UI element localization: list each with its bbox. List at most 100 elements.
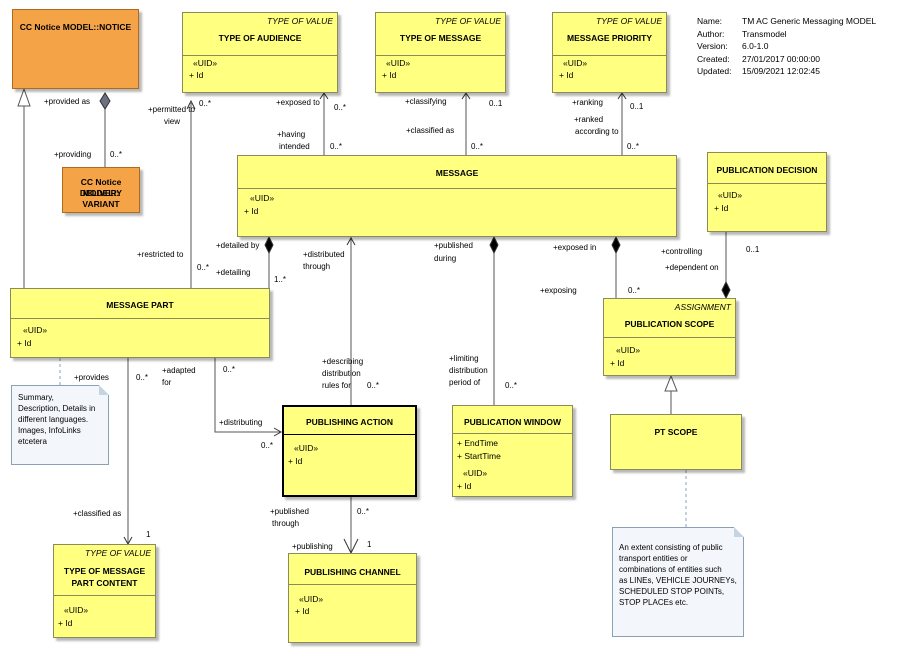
compartment-divider — [183, 55, 337, 56]
role-label: +publishing — [292, 542, 333, 551]
class-name: PUBLISHING CHANNEL — [304, 567, 401, 577]
model-updated: 15/09/2021 12:02:45 — [742, 66, 820, 77]
class-message[interactable]: MESSAGE «UID» + Id — [237, 155, 677, 237]
compartment-divider — [284, 434, 415, 435]
role-label: +providing — [54, 150, 92, 159]
role-label: +classified as — [406, 126, 455, 135]
class-name: PUBLICATION WINDOW — [463, 417, 562, 427]
attribute-id: + Id — [189, 70, 204, 80]
compartment-divider — [238, 188, 676, 189]
role-label: +ranked — [574, 115, 604, 124]
compartment-divider — [54, 595, 155, 596]
multiplicity-label: 0..* — [223, 365, 236, 374]
role-label: distribution — [322, 369, 361, 378]
uid-stereotype: «UID» — [563, 58, 588, 68]
note-line: combinations of entities such — [619, 565, 722, 574]
note-line: Description, Details in — [18, 404, 96, 413]
class-name: TYPE OF MESSAGE — [399, 33, 482, 43]
attribute-end-time: + EndTime — [457, 438, 499, 448]
class-name: TYPE OF AUDIENCE — [218, 33, 302, 43]
note-fold — [99, 385, 109, 395]
multiplicity-label: 0..* — [197, 263, 210, 272]
class-publication-scope[interactable]: ASSIGNMENT PUBLICATION SCOPE «UID» + Id — [603, 298, 736, 376]
model-info: Name:TM AC Generic Messaging MODEL Autho… — [697, 15, 876, 78]
model-version: 6.0-1.0 — [742, 41, 769, 52]
multiplicity-label: 0..1 — [746, 245, 760, 254]
role-label: +provides — [74, 373, 109, 382]
class-name-line2: DELIVERY VARIANT — [79, 188, 123, 209]
class-publishing-channel[interactable]: PUBLISHING CHANNEL «UID» + Id — [288, 553, 417, 643]
role-label: +provided as — [44, 97, 91, 106]
note-line: etcetera — [18, 437, 47, 446]
attribute-id: + Id — [295, 606, 310, 616]
model-author: Transmodel — [742, 28, 787, 39]
stereotype: TYPE OF VALUE — [596, 16, 662, 26]
uid-stereotype: «UID» — [294, 443, 319, 453]
class-name: PT SCOPE — [654, 427, 698, 437]
class-type-of-message[interactable]: TYPE OF VALUE TYPE OF MESSAGE «UID» + Id — [375, 12, 506, 93]
attribute-id: + Id — [382, 70, 397, 80]
note-message-part: Summary, Description, Details in differe… — [11, 385, 109, 465]
multiplicity-label: 1 — [146, 530, 151, 539]
compartment-divider — [453, 433, 572, 434]
uid-stereotype: «UID» — [299, 594, 324, 604]
version-key: Version: — [697, 41, 728, 52]
class-publishing-action[interactable]: PUBLISHING ACTION «UID» + Id — [282, 405, 417, 497]
multiplicity-label: 0..* — [367, 381, 380, 390]
multiplicity-label: 0..* — [199, 99, 212, 108]
multiplicity-label: 0..* — [627, 142, 640, 151]
role-label: +permitted to — [148, 105, 195, 114]
class-type-of-message-part-content[interactable]: TYPE OF VALUE TYPE OF MESSAGE PART CONTE… — [53, 544, 156, 638]
role-label: +published — [270, 507, 309, 516]
role-label: +restricted to — [137, 250, 184, 259]
role-label: +distributing — [219, 418, 263, 427]
note-line: Images, InfoLinks — [18, 426, 81, 435]
stereotype: ASSIGNMENT — [674, 302, 731, 312]
class-publication-window[interactable]: PUBLICATION WINDOW + EndTime + StartTime… — [452, 405, 573, 497]
compartment-divider — [376, 55, 505, 56]
note-line: transport entities or — [619, 554, 688, 563]
class-type-of-audience[interactable]: TYPE OF VALUE TYPE OF AUDIENCE «UID» + I… — [182, 12, 338, 93]
class-message-priority[interactable]: TYPE OF VALUE MESSAGE PRIORITY «UID» + I… — [552, 12, 667, 93]
attribute-id: + Id — [58, 618, 73, 628]
role-label: +exposing — [540, 286, 577, 295]
stereotype: TYPE OF VALUE — [267, 16, 333, 26]
attribute-id: + Id — [457, 481, 472, 491]
class-name: PUBLISHING ACTION — [305, 417, 394, 427]
role-label: +distributed — [303, 250, 345, 259]
uid-stereotype: «UID» — [463, 468, 488, 478]
uid-stereotype: «UID» — [23, 325, 48, 335]
class-publication-decision[interactable]: PUBLICATION DECISION «UID» + Id — [707, 152, 827, 232]
role-label: +adapted — [162, 366, 196, 375]
multiplicity-label: 0..1 — [489, 99, 503, 108]
compartment-divider — [289, 584, 416, 585]
multiplicity-label: 0..* — [505, 381, 518, 390]
note-line: STOP PLACEs etc. — [619, 598, 689, 607]
uid-stereotype: «UID» — [718, 190, 743, 200]
uid-stereotype: «UID» — [64, 605, 89, 615]
class-name: PUBLICATION DECISION — [716, 165, 818, 175]
role-label: view — [164, 117, 181, 126]
role-label: through — [272, 519, 300, 528]
stereotype: TYPE OF VALUE — [85, 548, 151, 558]
multiplicity-label: 0..* — [334, 103, 347, 112]
role-label: period of — [449, 378, 481, 387]
class-cc-notice[interactable]: CC Notice MODEL::NOTICE — [12, 9, 139, 89]
attribute-id: + Id — [610, 358, 625, 368]
note-line: Summary, — [18, 393, 54, 402]
role-label: +dependent on — [665, 263, 719, 272]
role-label: +having — [277, 130, 306, 139]
multiplicity-label: 0..* — [261, 441, 274, 450]
class-pt-scope[interactable]: PT SCOPE — [610, 414, 742, 470]
role-label: intended — [279, 142, 310, 151]
attribute-id: + Id — [17, 338, 32, 348]
role-label: according to — [575, 127, 619, 136]
class-name-line1: CC Notice MODEL:: — [80, 177, 122, 198]
compartment-divider — [708, 183, 826, 184]
role-label: +classified as — [73, 509, 122, 518]
note-pt-scope: An extent consisting of public transport… — [612, 527, 744, 637]
name-key: Name: — [697, 16, 723, 26]
class-message-part[interactable]: MESSAGE PART «UID» + Id — [10, 288, 270, 358]
class-delivery-variant[interactable]: CC Notice MODEL:: DELIVERY VARIANT — [62, 167, 140, 213]
